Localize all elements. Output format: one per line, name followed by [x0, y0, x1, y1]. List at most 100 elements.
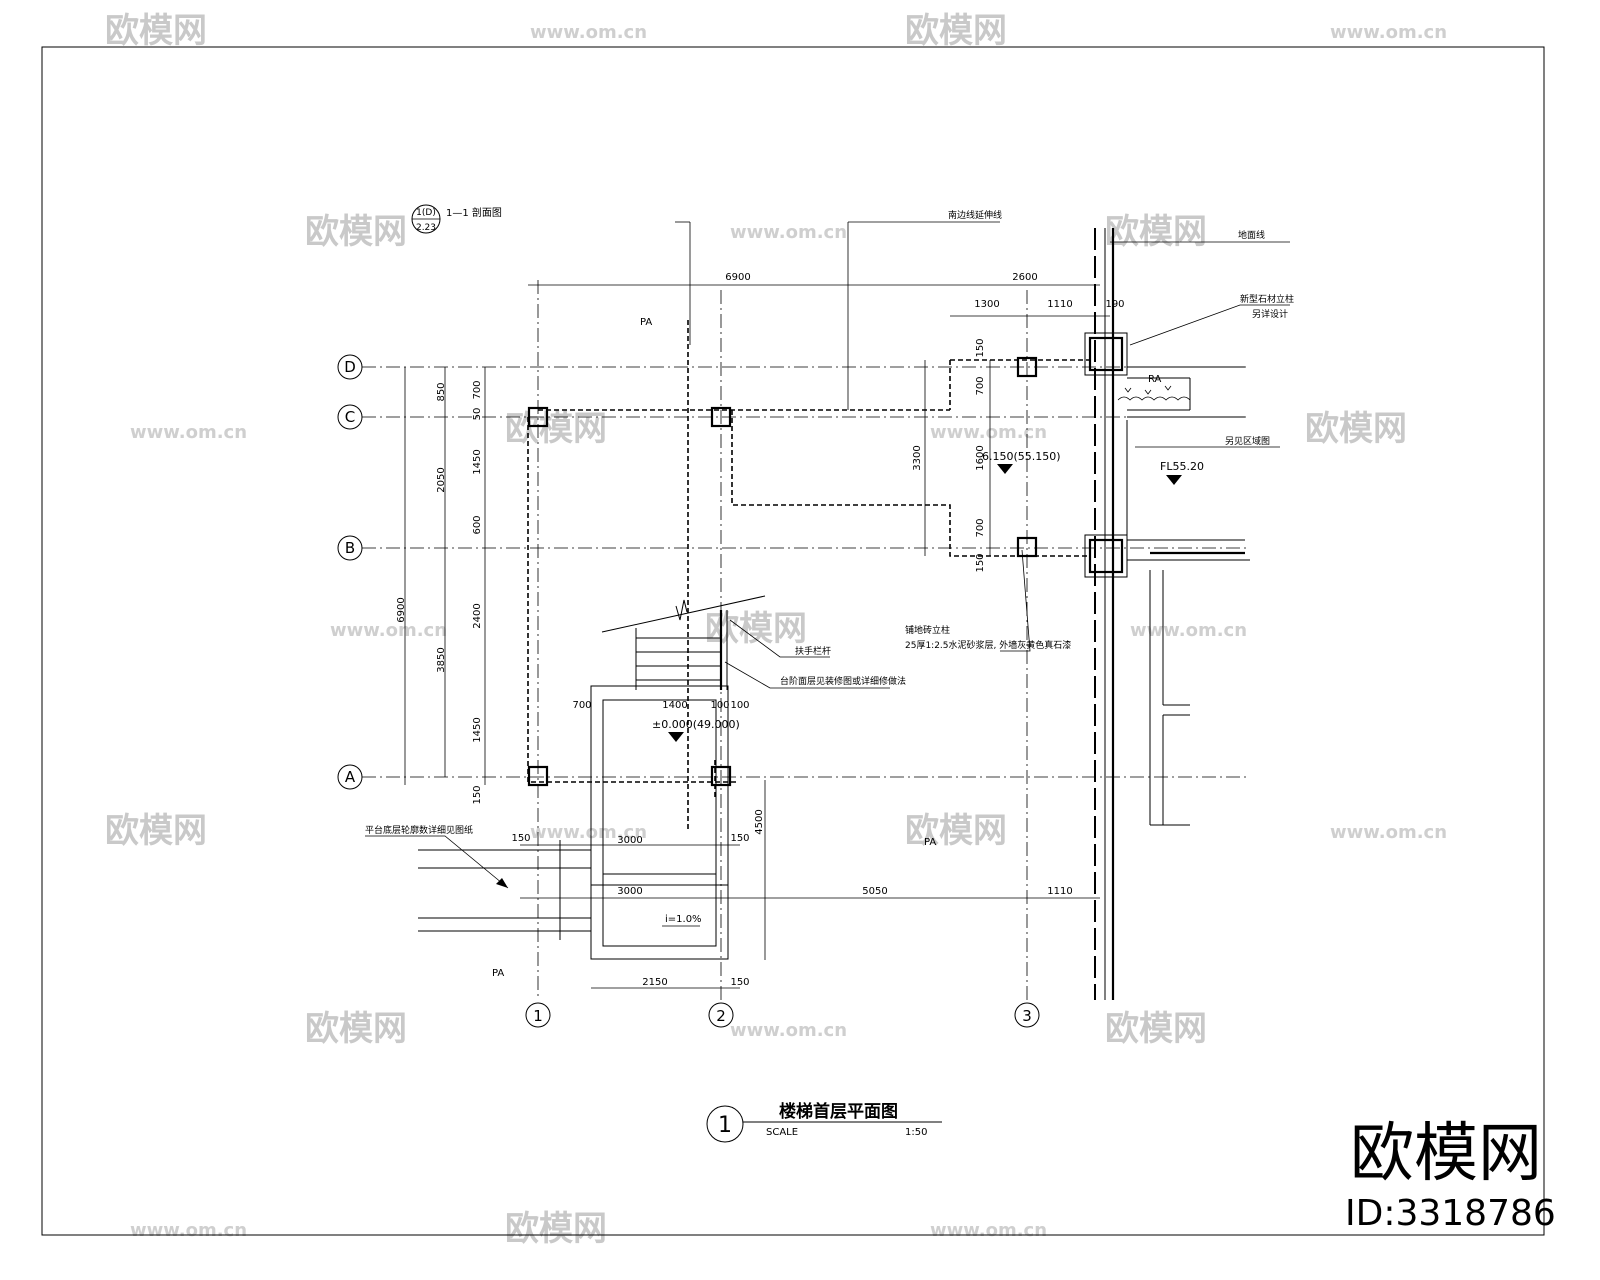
- watermark-url: www.om.cn: [730, 222, 847, 243]
- detail-number: 1: [718, 1113, 732, 1138]
- note-paving: 25厚1:2.5水泥砂浆层, 外墙灰黄色真石漆: [905, 639, 1071, 651]
- area-label-pa: PA: [924, 837, 936, 848]
- dim-mid: 3300: [912, 445, 923, 470]
- dim-lower: 150: [511, 833, 530, 844]
- watermark-url: www.om.cn: [930, 422, 1047, 443]
- axis-label-1: 1: [533, 1007, 543, 1025]
- dim-left-outer: 850: [436, 382, 447, 401]
- dim-left-total: 6900: [396, 597, 407, 622]
- scale-value: 1:50: [905, 1127, 927, 1138]
- area-label-pa: PA: [640, 317, 652, 328]
- section-label: 1—1 剖面图: [446, 206, 502, 219]
- watermark-brand: 欧模网: [105, 11, 207, 51]
- boundary-wall: [1094, 228, 1250, 1000]
- watermark-url: www.om.cn: [1130, 620, 1247, 641]
- note-right-col: 另详设计: [1252, 308, 1288, 320]
- dim-left-inner: 700: [472, 380, 483, 399]
- watermark-brand: 欧模网: [905, 11, 1007, 51]
- watermark-brand: 欧模网: [305, 212, 407, 252]
- note-top-edge: 南边线延伸线: [948, 209, 1002, 221]
- watermark-url: www.om.cn: [130, 422, 247, 443]
- note-handrail: 扶手栏杆: [795, 645, 831, 657]
- dim-mid: 1600: [975, 445, 986, 470]
- dimension-lines: [404, 221, 1110, 989]
- dim-left-inner: 50: [472, 408, 483, 421]
- watermark-url: www.om.cn: [530, 822, 647, 843]
- dim-top-total: 6900: [725, 272, 750, 283]
- note-stair: 台阶面层见装修图或详细修做法: [780, 675, 906, 687]
- watermark-brand: 欧模网: [505, 1209, 607, 1249]
- watermark-url: www.om.cn: [1330, 822, 1447, 843]
- dim-lower: 3000: [617, 886, 642, 897]
- dim-left-inner: 1450: [472, 449, 483, 474]
- section-ref-bottom: 2.23: [416, 223, 436, 233]
- note-paving: 铺地砖立柱: [905, 624, 950, 636]
- axis-label-2: 2: [716, 1007, 726, 1025]
- title-block: 1 楼梯首层平面图 SCALE 1:50: [706, 1101, 942, 1143]
- note-right-col: 新型石材立柱: [1240, 293, 1294, 305]
- note-platform: 平台底层轮廓数详细见图纸: [365, 824, 473, 836]
- dim-mid: 150: [975, 338, 986, 357]
- dim-landing: 700: [572, 700, 591, 711]
- drawing-frame: [41, 46, 1545, 1236]
- axis-label-d: D: [344, 358, 356, 376]
- dim-mid: 150: [975, 553, 986, 572]
- dim-landing: 100: [730, 700, 749, 711]
- background-watermarks: 欧模网 欧模网 欧模网 欧模网 欧模网 欧模网 欧模网 欧模网 欧模网 欧模网 …: [105, 11, 1447, 1249]
- area-label-ra: RA: [1148, 374, 1162, 385]
- watermark-brand: 欧模网: [1305, 409, 1407, 449]
- section-ref-top: 1(D): [416, 208, 436, 218]
- level-right-floor: FL55.20: [1160, 460, 1204, 473]
- dim-lower: 1110: [1047, 886, 1072, 897]
- annotations: 南边线延伸线 地面线 新型石材立柱 另详设计 另见区域图 扶手栏杆 铺地砖立柱 …: [365, 209, 1294, 889]
- dim-left-inner: 600: [472, 515, 483, 534]
- dim-lower: 2150: [642, 977, 667, 988]
- watermark-url: www.om.cn: [130, 1220, 247, 1241]
- section-reference: 1(D) 2.23 1—1 剖面图: [411, 204, 502, 234]
- watermark-url: www.om.cn: [730, 1020, 847, 1041]
- dim-left-outer: 2050: [436, 467, 447, 492]
- dim-mid: 700: [975, 376, 986, 395]
- corner-watermark: 欧模网 ID:3318786: [1345, 1117, 1556, 1234]
- dim-top-right: 2600: [1012, 272, 1037, 283]
- level-markers: ±0.000(49.000) 6.150(55.150) FL55.20 i=1…: [652, 450, 1204, 927]
- scale-label: SCALE: [766, 1127, 798, 1138]
- level-upper: 6.150(55.150): [982, 450, 1061, 463]
- stair: [418, 595, 766, 960]
- watermark-url: www.om.cn: [530, 22, 647, 43]
- watermark-brand: 欧模网: [305, 1009, 407, 1049]
- corner-brand: 欧模网: [1350, 1117, 1542, 1191]
- axis-label-b: B: [345, 539, 355, 557]
- note-right-top: 地面线: [1238, 229, 1265, 241]
- dimension-texts: 6900 2600 1300 1110 190 6900 850 2050 38…: [396, 272, 1125, 988]
- dim-lower: 3000: [617, 835, 642, 846]
- dim-landing: 1400: [662, 700, 687, 711]
- dim-lower: 150: [730, 833, 749, 844]
- watermark-brand: 欧模网: [1105, 212, 1207, 252]
- dim-top-sub: 1110: [1047, 299, 1072, 310]
- watermark-brand: 欧模网: [1105, 1009, 1207, 1049]
- area-labels: PA PA PA RA: [492, 317, 1162, 979]
- watermark-brand: 欧模网: [505, 409, 607, 449]
- slope-label: i=1.0%: [665, 914, 702, 925]
- dim-left-inner: 150: [472, 785, 483, 804]
- columns: [527, 332, 1128, 787]
- watermark-url: www.om.cn: [930, 1220, 1047, 1241]
- dim-lower: 4500: [754, 809, 765, 834]
- dim-left-outer: 3850: [436, 647, 447, 672]
- note-right-floor: 另见区域图: [1225, 435, 1270, 447]
- dim-landing: 100: [710, 700, 729, 711]
- watermark-brand: 欧模网: [905, 811, 1007, 851]
- dim-lower: 150: [730, 977, 749, 988]
- dim-mid: 700: [975, 518, 986, 537]
- dim-top-sub: 190: [1105, 299, 1124, 310]
- dim-left-inner: 1450: [472, 717, 483, 742]
- axis-label-3: 3: [1022, 1007, 1032, 1025]
- drawing-title: 楼梯首层平面图: [779, 1101, 898, 1122]
- watermark-brand: 欧模网: [105, 811, 207, 851]
- axis-bubbles: D C B A 1 2 3: [337, 354, 1040, 1028]
- level-ground: ±0.000(49.000): [652, 718, 740, 731]
- corner-id: ID:3318786: [1345, 1193, 1556, 1234]
- floor-outline: [527, 320, 1090, 830]
